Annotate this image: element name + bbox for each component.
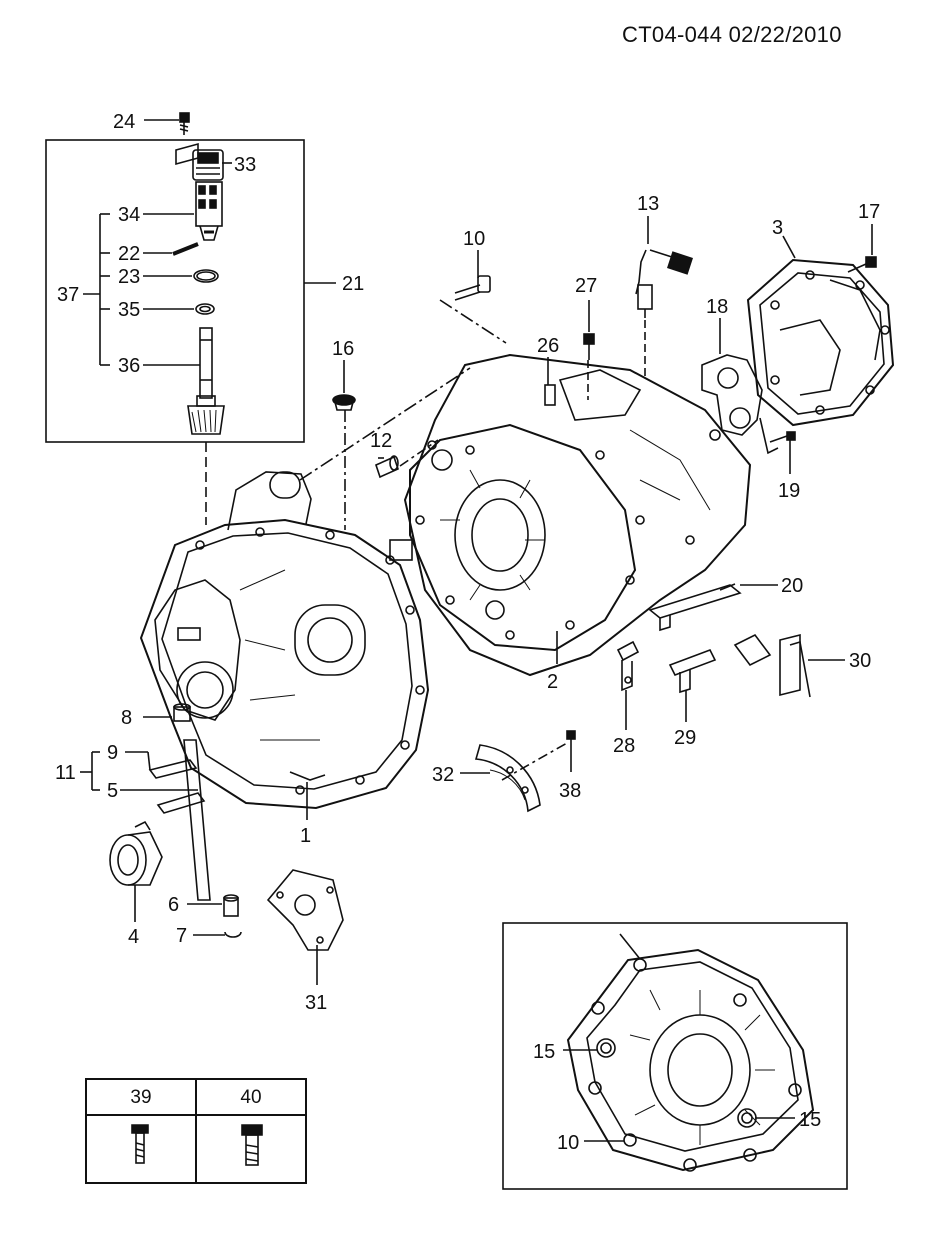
clip-7-icon (224, 931, 242, 938)
bolt-10-icon (454, 275, 491, 301)
bracket-20-icon (648, 583, 742, 632)
callout-24: 24 (113, 111, 135, 133)
callout-19: 19 (778, 480, 800, 502)
callout-36: 36 (118, 355, 140, 377)
callout-5: 5 (107, 780, 118, 802)
callout-1: 1 (300, 825, 311, 847)
callout-15-left: 15 (533, 1041, 555, 1063)
bolt-39-icon (131, 1124, 149, 1164)
bolt-table-col-40: 40 (197, 1080, 305, 1116)
speedometer-inset-box (45, 139, 305, 443)
callout-10: 10 (463, 228, 485, 250)
callout-38: 38 (559, 780, 581, 802)
case-detail-illustration (566, 933, 815, 1172)
callout-4: 4 (128, 926, 139, 948)
bushing-6-icon (223, 894, 239, 917)
bolt-table-cell-40 (197, 1116, 305, 1182)
callout-32: 32 (432, 764, 454, 786)
speedometer-drive-gear-icon (187, 327, 225, 435)
washer-35-icon (195, 303, 215, 315)
callout-13: 13 (637, 193, 659, 215)
cover-3-icon (746, 258, 895, 427)
speedometer-sleeve-icon (175, 142, 224, 241)
callout-3: 3 (772, 217, 783, 239)
callout-10-inset: 10 (557, 1132, 579, 1154)
callout-6: 6 (168, 894, 179, 916)
bolt-40-icon (241, 1124, 263, 1166)
bolt-38-icon (566, 730, 576, 772)
callout-26: 26 (537, 335, 559, 357)
bolt-table-col-39: 39 (87, 1080, 197, 1116)
bolt-24-icon (179, 112, 190, 135)
callout-18: 18 (706, 296, 728, 318)
callout-34: 34 (118, 204, 140, 226)
callout-16: 16 (332, 338, 354, 360)
callout-33: 33 (234, 154, 256, 176)
callout-35: 35 (118, 299, 140, 321)
case-detail-inset-box (502, 922, 848, 1190)
bracket-30-icon (733, 633, 811, 698)
callout-21: 21 (342, 273, 364, 295)
callout-28: 28 (613, 735, 635, 757)
bolt-table: 39 40 (85, 1078, 307, 1184)
callout-22: 22 (118, 243, 140, 265)
callout-27: 27 (575, 275, 597, 297)
bracket-29-icon (668, 648, 717, 694)
callout-9: 9 (107, 742, 118, 764)
callout-31: 31 (305, 992, 327, 1014)
plug-16-icon (332, 394, 356, 411)
shield-32-icon (474, 744, 541, 813)
o-ring-23-icon (193, 269, 219, 283)
clutch-housing-1-icon (139, 471, 430, 810)
bolt-27-icon (583, 333, 595, 360)
release-bearing-4-icon (109, 820, 163, 886)
callout-30: 30 (849, 650, 871, 672)
bolt-table-cell-39 (87, 1116, 197, 1182)
callout-37: 37 (57, 284, 79, 306)
plug-12-icon (375, 455, 399, 479)
callout-2: 2 (547, 671, 558, 693)
switch-13-icon (635, 249, 693, 318)
callout-29: 29 (674, 727, 696, 749)
release-fork-shaft-icon (148, 739, 211, 901)
plate-31-icon (266, 869, 344, 951)
drawing-code: CT04-044 02/22/2010 (622, 22, 842, 47)
callout-7: 7 (176, 925, 187, 947)
bolt-19-icon (769, 431, 796, 443)
callout-23: 23 (118, 266, 140, 288)
callout-11: 11 (55, 762, 76, 784)
bolt-17-icon (847, 256, 877, 273)
callout-20: 20 (781, 575, 803, 597)
callout-15-right: 15 (799, 1109, 821, 1131)
pin-22-icon (172, 242, 199, 256)
bracket-28-icon (616, 640, 640, 692)
transaxle-case-2-icon (403, 353, 752, 677)
callout-8: 8 (121, 707, 132, 729)
bushing-8-icon (173, 703, 191, 722)
callout-12: 12 (370, 430, 392, 452)
gasket-18-icon (701, 354, 763, 436)
callout-17: 17 (858, 201, 880, 223)
